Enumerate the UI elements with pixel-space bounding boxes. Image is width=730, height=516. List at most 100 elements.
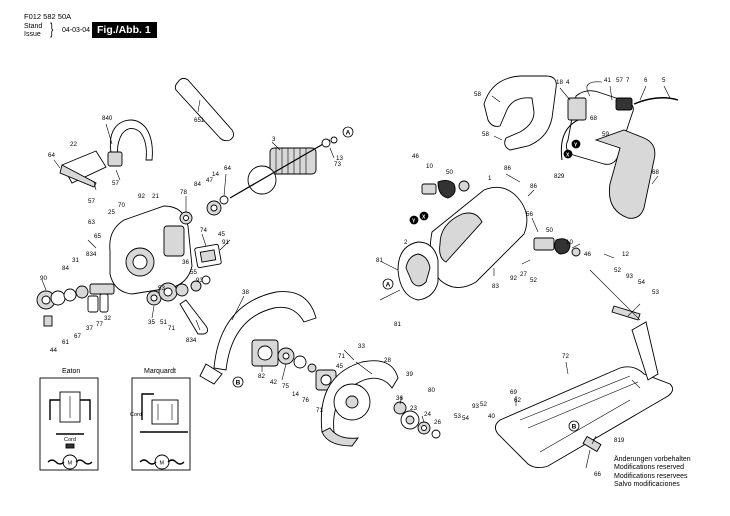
svg-text:Y: Y bbox=[412, 218, 416, 224]
part-53: 53 bbox=[158, 285, 165, 292]
part-41: 41 bbox=[604, 77, 611, 84]
eaton-motor-label: M bbox=[68, 461, 73, 467]
part-78: 78 bbox=[180, 189, 187, 196]
part-66: 66 bbox=[594, 471, 601, 478]
part-72: 72 bbox=[562, 353, 569, 360]
part-44: 44 bbox=[50, 347, 57, 354]
switch-assembly bbox=[560, 81, 603, 161]
issue-label: Issue bbox=[24, 31, 41, 38]
part-81: 81 bbox=[376, 257, 383, 264]
power-cord bbox=[615, 97, 679, 111]
part-2: 2 bbox=[404, 239, 408, 246]
strap-651 bbox=[174, 77, 235, 142]
part-18: 18 bbox=[556, 79, 563, 86]
part-90: 90 bbox=[40, 275, 47, 282]
marquardt-title: Marquardt bbox=[144, 368, 176, 375]
part-52: 52 bbox=[480, 401, 487, 408]
callout-x-left: X bbox=[419, 211, 429, 221]
part-35: 35 bbox=[148, 319, 155, 326]
part-834b: 834 bbox=[186, 337, 197, 344]
armature bbox=[229, 138, 331, 199]
figure-label: Fig./Abb. 1 bbox=[92, 22, 157, 38]
part-57b: 57 bbox=[112, 180, 119, 187]
part-819: 819 bbox=[614, 437, 625, 444]
part-45b: 45 bbox=[336, 363, 343, 370]
part-24: 24 bbox=[424, 411, 431, 418]
part-67: 67 bbox=[74, 333, 81, 340]
part-1: 1 bbox=[488, 175, 492, 182]
part-31: 31 bbox=[72, 257, 79, 264]
part-13: 13 bbox=[336, 155, 343, 162]
part-65: 65 bbox=[94, 233, 101, 240]
part-56: 56 bbox=[526, 211, 533, 218]
marquardt-motor-label: M bbox=[160, 461, 165, 467]
part-51: 51 bbox=[160, 319, 167, 326]
svg-text:B: B bbox=[572, 424, 577, 431]
aux-handle-bracket bbox=[107, 119, 153, 167]
part-21: 21 bbox=[152, 193, 159, 200]
part-840: 840 bbox=[102, 115, 113, 122]
upper-blade-guard bbox=[320, 360, 399, 447]
part-64: 64 bbox=[48, 152, 55, 159]
part-829: 829 bbox=[554, 173, 565, 180]
part-92b: 92 bbox=[510, 275, 517, 282]
part-54b: 54 bbox=[638, 279, 645, 286]
svg-text:A: A bbox=[386, 282, 391, 289]
svg-text:A: A bbox=[346, 130, 351, 137]
part-12: 12 bbox=[622, 251, 629, 258]
part-71: 71 bbox=[168, 325, 175, 332]
callout-b-left: B bbox=[232, 376, 244, 388]
part-76: 76 bbox=[302, 397, 309, 404]
part-86b: 86 bbox=[530, 183, 537, 190]
marquardt-wiring-diagram bbox=[131, 377, 191, 471]
brush-holder bbox=[194, 243, 222, 269]
eaton-cord-label: Cord bbox=[64, 437, 76, 443]
part-42: 42 bbox=[270, 379, 277, 386]
part-4: 4 bbox=[566, 79, 570, 86]
part-53c: 53 bbox=[652, 289, 659, 296]
eaton-wiring-diagram bbox=[39, 377, 99, 471]
part-58: 58 bbox=[474, 91, 481, 98]
marquardt-cord-label: Cord bbox=[130, 412, 142, 418]
part-3: 3 bbox=[272, 136, 276, 143]
part-77: 77 bbox=[96, 321, 103, 328]
part-92: 92 bbox=[138, 193, 145, 200]
part-28: 28 bbox=[384, 357, 391, 364]
part-70: 70 bbox=[118, 202, 125, 209]
callout-y-left: Y bbox=[409, 215, 419, 225]
part-68b: 68 bbox=[652, 169, 659, 176]
issue-date: 04-03-04 bbox=[62, 27, 91, 34]
svg-text:Y: Y bbox=[574, 142, 578, 148]
part-73: 73 bbox=[334, 161, 341, 168]
part-36b: 36 bbox=[396, 395, 403, 402]
part-63: 63 bbox=[88, 219, 95, 226]
blade-washers bbox=[393, 401, 441, 439]
part-55: 55 bbox=[190, 269, 197, 276]
part-71c: 71 bbox=[338, 353, 345, 360]
callout-x-top: X bbox=[563, 149, 573, 159]
part-62: 62 bbox=[514, 397, 521, 404]
part-25: 25 bbox=[108, 209, 115, 216]
part-53b: 53 bbox=[454, 413, 461, 420]
part-68: 68 bbox=[590, 115, 597, 122]
part-37: 37 bbox=[86, 325, 93, 332]
part-75: 75 bbox=[282, 383, 289, 390]
part-50b: 50 bbox=[546, 227, 553, 234]
brace-glyph: } bbox=[50, 21, 54, 38]
part-10: 10 bbox=[426, 163, 433, 170]
eaton-title: Eaton bbox=[62, 368, 81, 375]
base-plate bbox=[495, 366, 673, 469]
svg-text:X: X bbox=[566, 152, 570, 158]
part-84: 84 bbox=[194, 181, 201, 188]
part-651: 651 bbox=[194, 117, 205, 124]
spindle-parts bbox=[36, 283, 115, 327]
part-93b: 93 bbox=[472, 403, 479, 410]
part-40: 40 bbox=[488, 413, 495, 420]
part-834: 834 bbox=[86, 251, 97, 258]
svg-text:B: B bbox=[236, 380, 241, 387]
part-50: 50 bbox=[446, 169, 453, 176]
part-23: 23 bbox=[410, 405, 417, 412]
part-46: 46 bbox=[412, 153, 419, 160]
part-93c: 93 bbox=[626, 273, 633, 280]
